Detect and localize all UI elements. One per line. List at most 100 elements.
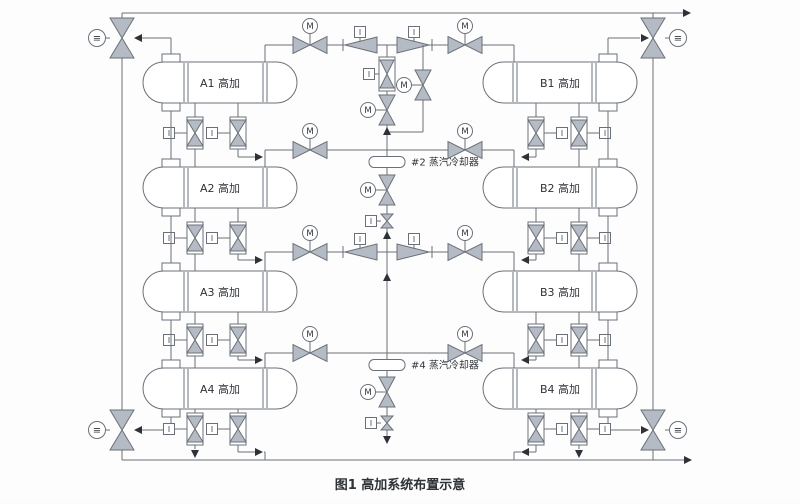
instrument-circle-icon	[88, 421, 106, 439]
nozzle	[161, 53, 181, 63]
flow-arrow-icon	[684, 456, 692, 464]
nozzle	[598, 359, 618, 369]
flow-arrow-icon	[134, 426, 142, 434]
nozzle	[161, 262, 181, 272]
motor-label: M	[400, 81, 407, 91]
nozzle	[598, 207, 618, 217]
flow-arrow-icon	[683, 9, 691, 17]
motor-label: M	[364, 106, 371, 116]
flow-arrow-icon	[521, 153, 529, 161]
nozzle	[161, 158, 181, 168]
heater-label-A1: A1 高加	[200, 76, 240, 90]
flow-arrow-icon	[383, 231, 391, 239]
nozzle	[598, 262, 618, 272]
motor-valve-icon	[414, 69, 432, 87]
motor-valve-icon	[463, 242, 483, 262]
check-valve-icon	[344, 243, 378, 261]
nozzle	[598, 158, 618, 168]
nozzle	[598, 53, 618, 63]
motor-valve-icon	[292, 242, 312, 262]
instrument-label: ≡	[674, 426, 682, 437]
drain-valve-icon	[570, 237, 588, 252]
drain-valve-icon	[229, 224, 247, 239]
motor-indicator-icon	[457, 326, 473, 342]
drain-valve-icon	[570, 132, 588, 147]
motor-label: M	[364, 186, 371, 196]
drain-valve-icon	[527, 415, 545, 430]
motor-label: M	[306, 330, 313, 340]
motor-label: M	[306, 229, 313, 239]
motor-label: M	[364, 388, 371, 398]
motor-indicator-icon	[457, 18, 473, 34]
nozzle	[598, 311, 618, 321]
motor-indicator-icon	[396, 77, 412, 93]
nozzle	[161, 207, 181, 217]
motor-valve-icon	[292, 140, 312, 160]
motor-valve-icon	[378, 174, 396, 192]
motor-valve-icon	[308, 242, 328, 262]
motor-valve-icon	[378, 376, 396, 394]
drain-valve-icon	[570, 415, 588, 430]
motor-label: M	[461, 229, 468, 239]
drain-valve-icon	[527, 132, 545, 147]
flow-arrow-icon	[383, 436, 391, 444]
nozzle	[161, 311, 181, 321]
motor-valve-icon	[447, 242, 467, 262]
motor-valve-icon	[463, 343, 483, 363]
small-valve-icon	[379, 422, 395, 431]
check-valve-icon	[344, 36, 378, 54]
small-valve-icon	[379, 220, 395, 229]
instrument-label: ≡	[93, 426, 101, 437]
drain-valve-icon	[527, 119, 545, 134]
motor-valve-icon	[292, 35, 312, 55]
motor-valve-icon	[378, 94, 396, 112]
motor-label: M	[461, 127, 468, 137]
flow-arrow-icon	[575, 450, 583, 458]
three-way-valve-icon	[640, 37, 666, 59]
nozzle	[598, 408, 618, 418]
drain-valve-icon	[527, 224, 545, 239]
flow-arrow-icon	[383, 127, 391, 135]
drain-valve-icon	[229, 339, 247, 354]
motor-indicator-icon	[360, 102, 376, 118]
drain-valve-icon	[186, 224, 204, 239]
drain-valve-icon	[229, 326, 247, 341]
flow-arrow-icon	[255, 356, 263, 364]
drain-valve-icon	[570, 339, 588, 354]
drain-valve-icon	[570, 326, 588, 341]
flow-arrow-icon	[641, 426, 649, 434]
motor-valve-icon	[463, 35, 483, 55]
flow-arrow-icon	[383, 273, 391, 281]
drain-valve-icon	[186, 339, 204, 354]
heater-label-B2: B2 高加	[540, 181, 580, 195]
check-valve-icon	[396, 243, 430, 261]
three-way-valve-icon	[109, 409, 135, 431]
steam-cooler-label: #4 蒸汽冷却器	[411, 359, 479, 372]
heater-vessel-A4	[142, 367, 298, 410]
control-valve-icon	[379, 59, 395, 76]
heater-vessel-B1	[482, 61, 638, 104]
drain-valve-icon	[570, 428, 588, 443]
figure-caption: 图1 高加系统布置示意	[335, 477, 466, 493]
motor-label: M	[306, 22, 313, 32]
motor-valve-icon	[463, 140, 483, 160]
heater-vessel-A1	[142, 61, 298, 104]
heater-label-A4: A4 高加	[200, 382, 240, 396]
control-valve-icon	[379, 72, 395, 89]
motor-valve-icon	[447, 343, 467, 363]
heater-label-B3: B3 高加	[540, 285, 580, 299]
motor-indicator-icon	[302, 326, 318, 342]
check-valve-icon	[396, 36, 430, 54]
drain-valve-icon	[186, 415, 204, 430]
motor-indicator-icon	[302, 18, 318, 34]
nozzle	[598, 102, 618, 112]
motor-indicator-icon	[302, 225, 318, 241]
instrument-label: ≡	[93, 34, 101, 45]
drain-valve-icon	[527, 428, 545, 443]
motor-valve-icon	[378, 108, 396, 126]
drain-valve-icon	[186, 237, 204, 252]
three-way-valve-icon	[109, 37, 135, 59]
instrument-circle-icon	[669, 29, 687, 47]
drain-valve-icon	[229, 428, 247, 443]
